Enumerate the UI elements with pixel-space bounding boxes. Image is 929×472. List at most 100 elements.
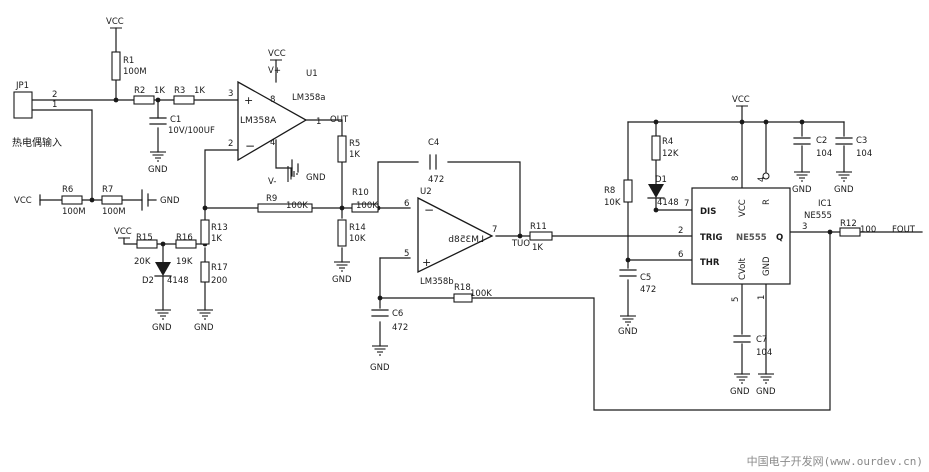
power-gnd-label: GND xyxy=(194,323,214,333)
capacitor-symbol-r7 xyxy=(141,189,157,211)
resistor-r13 xyxy=(200,219,210,245)
resistor-r18 xyxy=(453,293,473,303)
u1-body: LM358A xyxy=(240,116,277,126)
watermark-text: 中国电子开发网(www.ourdev.cn) xyxy=(746,455,923,468)
u2-ref: U2 xyxy=(420,187,432,197)
ic-ne555: DIS TRIG THR NE555 Q VCC R CVolt GND 7 2… xyxy=(678,172,832,302)
u1-pins-p3-label: 3 xyxy=(228,89,233,99)
resistors-r7-ref-label: R7 xyxy=(102,185,113,195)
resistors-r16-ref-label: R16 xyxy=(176,233,193,243)
resistors-r3-ref-label: R3 xyxy=(174,86,185,96)
ic1-part: NE555 xyxy=(804,211,832,221)
diodes: D1 4148 D2 4148 xyxy=(142,175,679,286)
power-gnd-label: GND xyxy=(148,165,168,175)
capacitor-c1: C1 10V/100UF xyxy=(149,115,215,136)
resistors-r8-ref-label: R8 xyxy=(604,186,615,196)
diodes-d2-value-label: 4148 xyxy=(167,276,189,286)
resistor-r6 xyxy=(61,195,83,205)
capacitors-c3-ref-label: C3 xyxy=(856,136,867,146)
ic1-pins-r-label: R xyxy=(762,199,772,205)
diodes-d2-ref-label: D2 xyxy=(142,276,154,286)
resistors-r10-ref-label: R10 xyxy=(352,188,369,198)
resistors-r10-value-label: 100K xyxy=(356,201,378,211)
resistor-r3 xyxy=(173,95,195,105)
resistors-r12-value-label: 100 xyxy=(860,225,876,235)
u2-pins-p5-label: 5 xyxy=(404,249,409,259)
ground-symbols: GND GND GND GND GND GND GND GND GND GND … xyxy=(148,151,854,397)
capacitor-c5: C5 472 xyxy=(619,269,656,295)
resistors-r13-ref-label: R13 xyxy=(211,223,228,233)
resistors-r14-value-label: 10K xyxy=(349,234,366,244)
resistors-r18-ref-label: R18 xyxy=(454,283,471,293)
resistor-r12 xyxy=(839,227,861,237)
resistors-r12-ref-label: R12 xyxy=(840,219,857,229)
capacitors-c7-value-label: 104 xyxy=(756,348,772,358)
capacitors-c1-value-label: 10V/100UF xyxy=(168,126,215,136)
resistors-r3-value-label: 1K xyxy=(194,86,205,96)
u1-pins-p8-label: 8 xyxy=(270,95,275,105)
capacitors-c1-ref-label: C1 xyxy=(170,115,181,125)
resistor-r5 xyxy=(337,135,347,163)
resistors-r1-value-label: 100M xyxy=(123,67,147,77)
power-gnd-label: GND xyxy=(730,387,750,397)
vcc-label-r15: VCC xyxy=(114,227,132,237)
resistors-r17-value-label: 200 xyxy=(211,276,227,286)
capacitor-c7: C7 104 xyxy=(733,335,772,358)
capacitors: C1 10V/100UF C4 472 C6 472 C5 472 C2 xyxy=(141,115,872,358)
resistors-r2-ref-label: R2 xyxy=(134,86,145,96)
vcc-label-r1: VCC xyxy=(106,17,124,27)
vplus-label: V+ xyxy=(268,66,281,76)
svg-text:+: + xyxy=(244,94,253,107)
opamp-u2: − + LM358b OUT U2 LM358b 6 5 7 xyxy=(404,187,530,287)
u1-ref: U1 xyxy=(306,69,318,79)
capacitors-c6-ref-label: C6 xyxy=(392,309,403,319)
resistors-r5-value-label: 1K xyxy=(349,150,360,160)
svg-text:−: − xyxy=(424,203,434,217)
vcc-label-u1: VCC xyxy=(268,49,286,59)
capacitor-c4: C4 472 xyxy=(428,138,444,185)
resistors-r7-value-label: 100M xyxy=(102,207,126,217)
power-gnd-label: GND xyxy=(152,323,172,333)
capacitor-c3: C3 104 xyxy=(835,136,872,159)
capacitors-c5-ref-label: C5 xyxy=(640,273,651,283)
ic1-pins-vcc-label: VCC xyxy=(738,199,748,217)
resistors-r11-ref-label: R11 xyxy=(530,222,547,232)
resistors-r9-ref-label: R9 xyxy=(266,194,277,204)
resistors-r15-value-label: 20K xyxy=(134,257,151,267)
jp1-pin2: 2 xyxy=(52,90,57,100)
ic1-nums-n8-label: 8 xyxy=(731,176,741,181)
resistor-r17 xyxy=(200,261,210,283)
vcc-label-555: VCC xyxy=(732,95,750,105)
ic1-nums-n1-label: 1 xyxy=(757,295,767,300)
resistor-r14 xyxy=(337,219,347,247)
connector-jp1: JP1 2 1 热电偶输入 xyxy=(12,81,62,149)
u2-part: LM358b xyxy=(420,277,454,287)
resistors-r16-value-label: 19K xyxy=(176,257,193,267)
capacitors-c3-value-label: 104 xyxy=(856,149,872,159)
power-gnd-label: GND xyxy=(756,387,776,397)
resistors-r18-value-label: 100K xyxy=(470,289,492,299)
resistors-r4-ref-label: R4 xyxy=(662,137,673,147)
power-gnd-label: GND xyxy=(834,185,854,195)
capacitor-c2: C2 104 xyxy=(793,136,832,159)
ne555-body-label: NE555 xyxy=(736,233,767,243)
output-label-fout: FOUT xyxy=(892,225,916,235)
resistor-r15 xyxy=(136,239,158,249)
resistor-r4 xyxy=(651,135,661,161)
capacitors-c4-ref-label: C4 xyxy=(428,138,439,148)
diode-d1: D1 4148 xyxy=(647,175,679,208)
resistor-r1 xyxy=(111,51,121,81)
resistors-r9-value-label: 100K xyxy=(286,201,308,211)
ic1-pins-gnd-label: GND xyxy=(762,256,772,276)
power-labels: VCC VCC V+ VCC VCC VCC V- xyxy=(14,17,750,239)
u1-pins-p2-label: 2 xyxy=(228,139,233,149)
resistors-r6-ref-label: R6 xyxy=(62,185,73,195)
resistors-r6-value-label: 100M xyxy=(62,207,86,217)
vminus-label: V- xyxy=(268,177,276,187)
diodes-d1-value-label: 4148 xyxy=(657,198,679,208)
u1-out: OUT xyxy=(330,115,349,125)
svg-text:−: − xyxy=(245,139,255,153)
resistors-r15-ref-label: R15 xyxy=(136,233,153,243)
u2-pins-p6-label: 6 xyxy=(404,199,409,209)
